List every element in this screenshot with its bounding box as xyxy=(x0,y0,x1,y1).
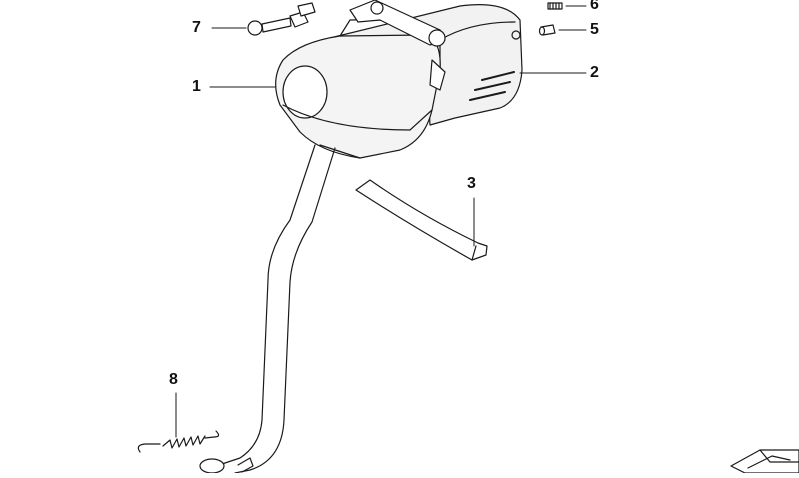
retaining-strap xyxy=(355,179,488,261)
exhaust-pipe xyxy=(199,144,336,474)
tension-spring xyxy=(137,430,220,453)
folded-sheet-arrow-icon xyxy=(730,449,799,474)
mounting-bracket xyxy=(349,0,446,91)
callout-3: 3 xyxy=(467,175,476,192)
small-screw xyxy=(547,2,563,10)
leader-lines xyxy=(175,5,587,438)
callout-2: 2 xyxy=(590,64,599,81)
rear-silencer xyxy=(275,19,441,159)
callout-8: 8 xyxy=(169,371,178,388)
callout-6: 6 xyxy=(590,0,599,13)
bolt-with-nut xyxy=(247,2,316,36)
rivet xyxy=(538,24,556,36)
callout-7: 7 xyxy=(192,19,201,36)
callout-1: 1 xyxy=(192,78,201,95)
callout-5: 5 xyxy=(590,21,599,38)
